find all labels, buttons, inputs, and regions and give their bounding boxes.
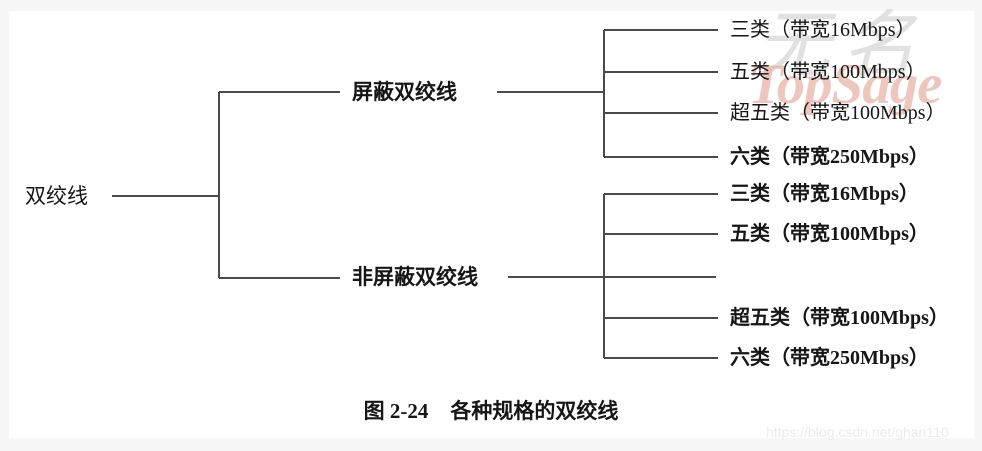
leaf-label-utp-cat5e: 超五类（带宽100Mbps） (730, 307, 949, 329)
caption-number: 图 2-24 (363, 399, 429, 423)
branch-label-stp: 屏蔽双绞线 (352, 80, 457, 104)
figure-caption: 图 2-24 各种规格的双绞线 (0, 395, 982, 425)
branch-label-utp: 非屏蔽双绞线 (352, 265, 478, 289)
caption-title: 各种规格的双绞线 (450, 399, 619, 423)
leaf-label-utp-cat3: 三类（带宽16Mbps） (730, 183, 919, 205)
leaf-label-stp-cat5e: 超五类（带宽100Mbps） (730, 102, 946, 124)
figure-canvas (9, 11, 974, 438)
leaf-label-utp-cat6: 六类（带宽250Mbps） (730, 347, 929, 369)
leaf-label-stp-cat6: 六类（带宽250Mbps） (730, 146, 929, 168)
leaf-label-utp-cat5: 五类（带宽100Mbps） (730, 223, 929, 245)
root-node-label: 双绞线 (25, 184, 88, 208)
leaf-label-stp-cat3: 三类（带宽16Mbps） (730, 19, 916, 41)
leaf-label-stp-cat5: 五类（带宽100Mbps） (730, 61, 926, 83)
